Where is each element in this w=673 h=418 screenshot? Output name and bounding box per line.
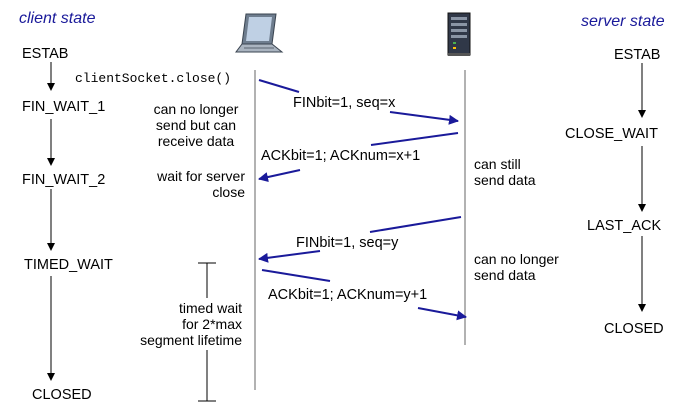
ack-client-message-arrow [417,307,467,321]
client-state-header: client state [19,10,96,27]
ack-client-message-label: ACKbit=1; ACKnum=y+1 [268,287,428,303]
fin-server-message-arrow [369,216,462,233]
ack-server-message-arrow [258,169,301,182]
client-state-timed-wait: TIMED_WAIT [24,257,113,273]
server-tower-icon [447,12,471,56]
fin-server-message-arrow [258,250,321,263]
laptop-icon [235,13,284,53]
server-state-estab: ESTAB [614,47,661,63]
server-state-close-wait: CLOSE_WAIT [565,126,658,142]
timed-wait-note: timed wait for 2*max segment lifetime [140,300,242,348]
fin-client-message-arrow [389,111,459,125]
wait-server-close-note: wait for server close [157,168,245,200]
timed-wait-bracket [198,262,216,402]
client-state-estab: ESTAB [22,46,69,62]
server-no-longer-send-note: can no longer send data [474,251,559,283]
server-state-header: server state [581,13,665,30]
close-call-label: clientSocket.close() [75,71,232,86]
no-longer-send-note: can no longer send but can receive data [153,101,239,149]
fin-client-message-arrow [258,79,300,93]
can-still-send-note: can still send data [474,156,536,188]
client-state-closed: CLOSED [32,387,92,403]
client-state-fin-wait-2: FIN_WAIT_2 [22,172,106,188]
ack-server-message-label: ACKbit=1; ACKnum=x+1 [261,148,421,164]
client-state-fin-wait-1: FIN_WAIT_1 [22,99,106,115]
ack-server-message-arrow [370,132,459,146]
fin-client-message-label: FINbit=1, seq=x [293,95,396,111]
fin-server-message-label: FINbit=1, seq=y [296,235,399,251]
server-state-closed: CLOSED [604,321,664,337]
server-state-last-ack: LAST_ACK [587,218,662,234]
ack-client-message-arrow [261,269,331,282]
